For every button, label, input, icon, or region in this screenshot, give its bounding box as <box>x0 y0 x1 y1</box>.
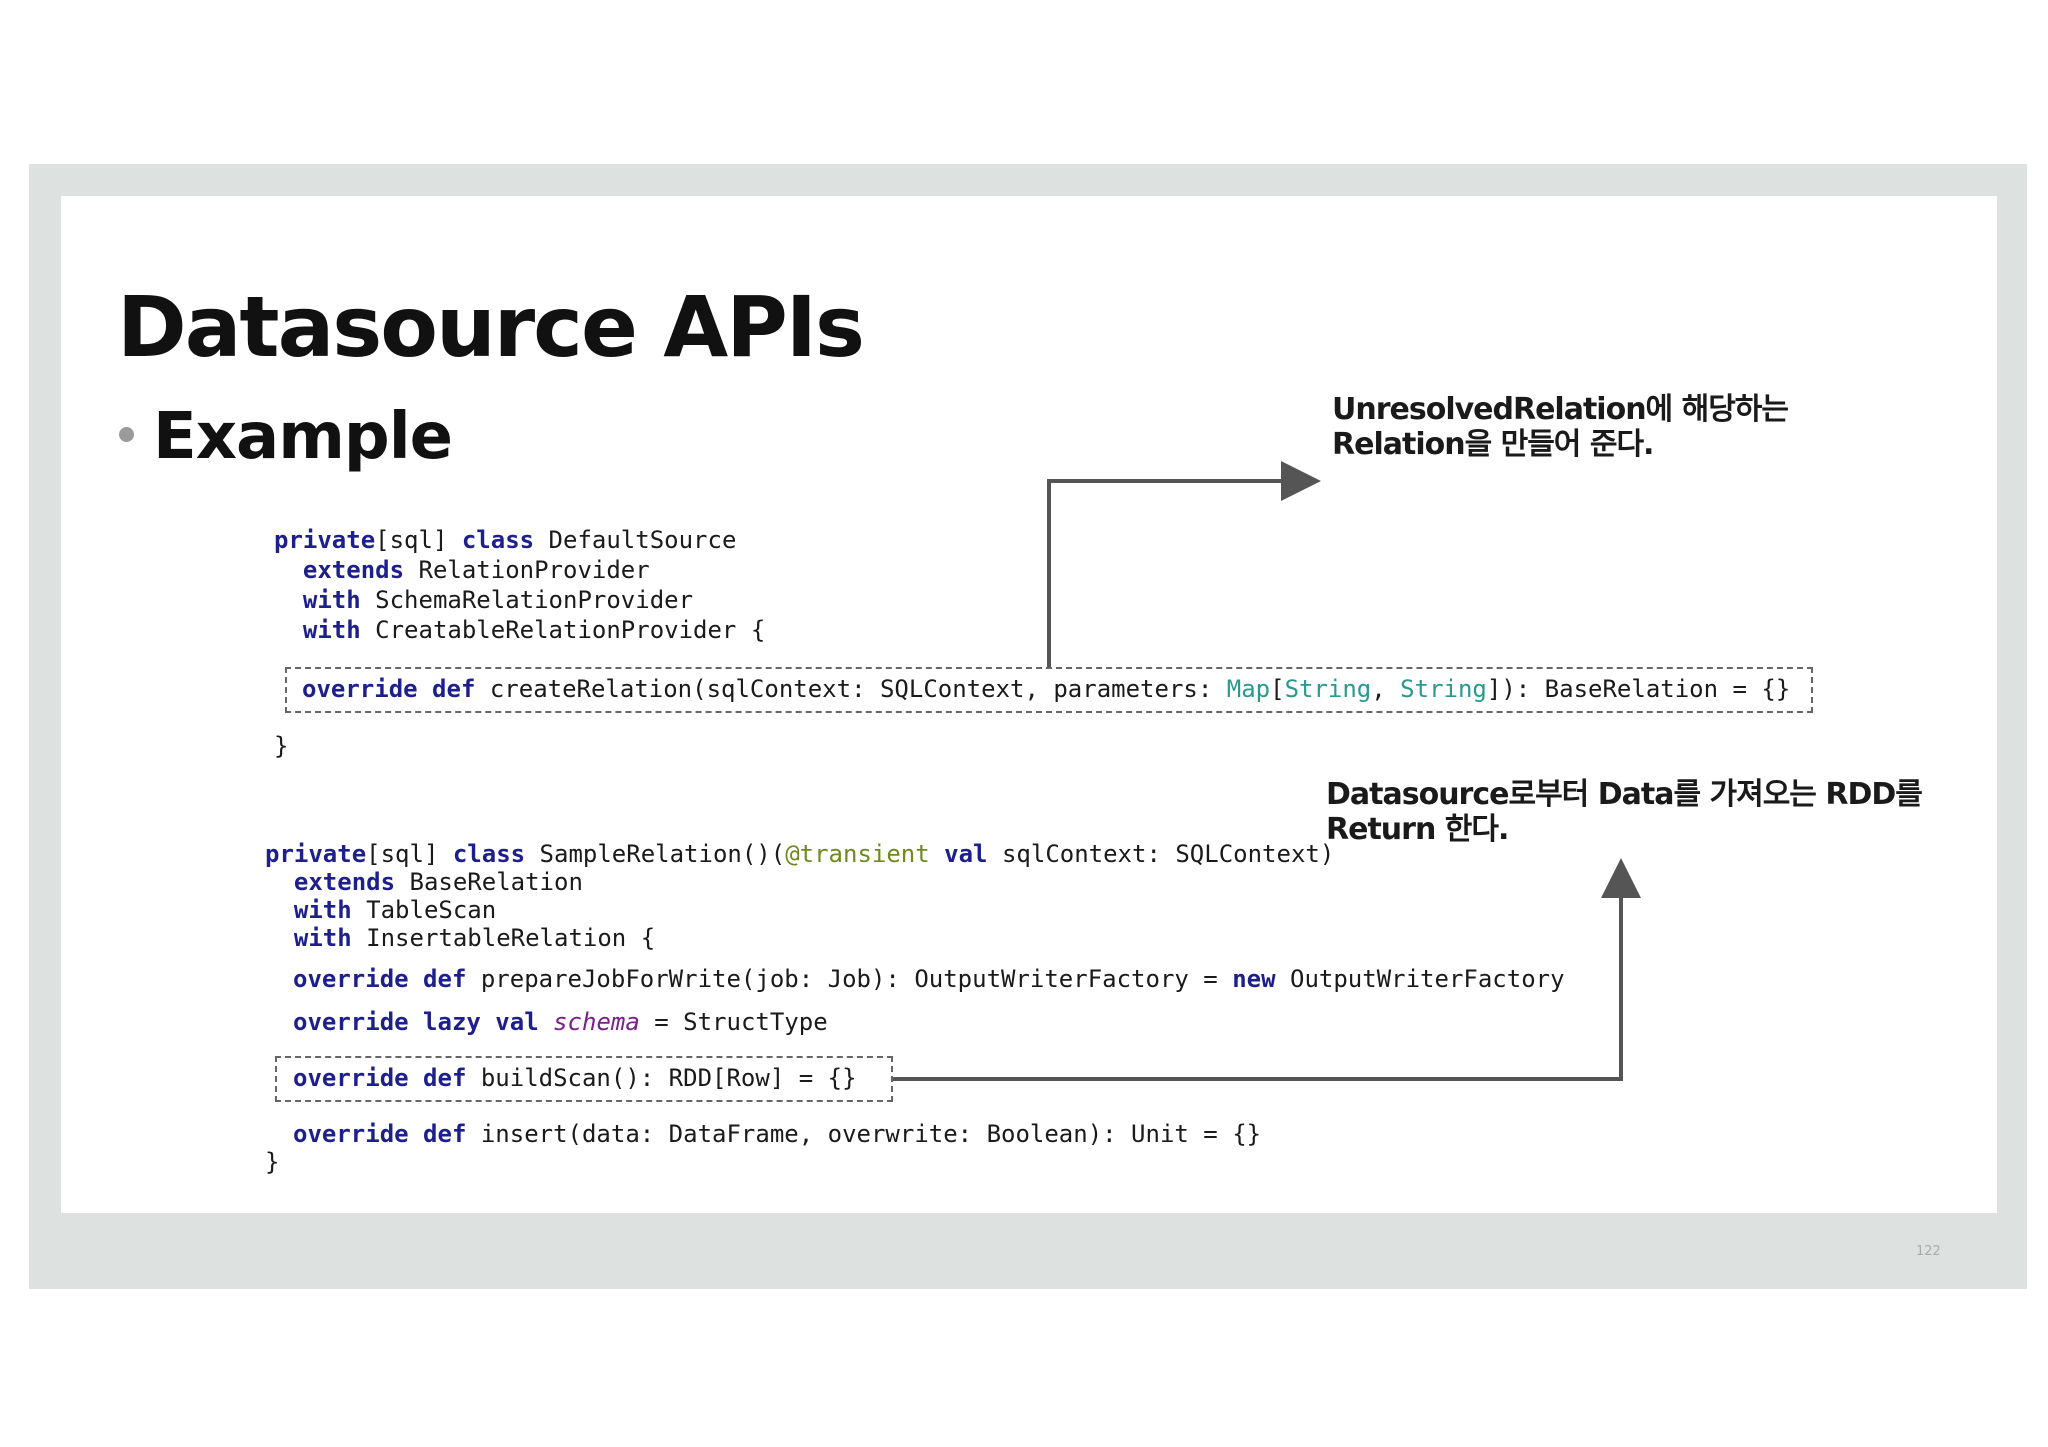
code-token: override lazy val <box>293 1008 539 1036</box>
code-token: val <box>944 840 988 868</box>
code-token: [sql] <box>375 526 462 554</box>
highlight-box-build-scan <box>275 1056 893 1102</box>
code-token: class <box>461 526 535 554</box>
code-token: SchemaRelationProvider <box>360 586 694 614</box>
code-token: @transient <box>785 840 930 868</box>
arrow-to-top-annotation <box>1047 461 1321 667</box>
code-block-default-source: private[sql] class DefaultSource extends… <box>0 0 1790 760</box>
code-block-sample-relation: private[sql] class SampleRelation()(@tra… <box>0 0 1565 1176</box>
code-token: Map <box>1226 675 1271 703</box>
annotation-bottom-line1: Datasource로부터 Data를 가져오는 RDD를 <box>1326 777 1923 812</box>
code-line: extends BaseRelation <box>265 868 583 896</box>
annotation-top: UnresolvedRelation에 해당하는 Relation을 만들어 준… <box>1332 392 1789 462</box>
code-token: new <box>1232 965 1276 993</box>
code-token: private <box>265 840 367 868</box>
code-token: [sql] <box>366 840 453 868</box>
code-token: override def <box>293 965 467 993</box>
code-token: CreatableRelationProvider { <box>360 616 766 644</box>
code-token: override def <box>302 675 476 703</box>
slide-canvas <box>61 196 1997 1213</box>
code-line: private[sql] class SampleRelation()(@tra… <box>265 840 1334 868</box>
code-token: private <box>274 526 376 554</box>
bullet-icon <box>119 427 134 442</box>
code-token: override def <box>293 1120 467 1148</box>
annotation-bottom: Datasource로부터 Data를 가져오는 RDD를 Return 한다. <box>1326 777 1923 847</box>
arrow-to-bottom-annotation <box>893 858 1641 1081</box>
bullet-example: Example <box>153 400 453 474</box>
code-line-schema: override lazy val schema = StructType <box>293 1008 828 1036</box>
code-token: createRelation(sqlContext: SQLContext, p… <box>475 675 1227 703</box>
code-line: extends RelationProvider <box>274 556 650 584</box>
code-token: String <box>1400 675 1487 703</box>
code-line: with InsertableRelation { <box>265 924 655 952</box>
code-line-build-scan: override def buildScan(): RDD[Row] = {} <box>293 1064 857 1092</box>
highlight-box-create-relation <box>285 667 1813 713</box>
code-token: sqlContext: SQLContext) <box>987 840 1335 868</box>
page-number: 122 <box>1916 1244 1941 1259</box>
code-token: , <box>1371 675 1401 703</box>
code-token: [ <box>1270 675 1285 703</box>
code-token: SampleRelation()( <box>525 840 786 868</box>
code-line: with CreatableRelationProvider { <box>274 616 765 644</box>
code-token: with <box>302 616 361 644</box>
code-token: InsertableRelation { <box>351 924 656 952</box>
code-line: with TableScan <box>265 896 496 924</box>
code-line-close: } <box>274 732 289 760</box>
code-token: ]): BaseRelation = {} <box>1486 675 1791 703</box>
code-token: RelationProvider <box>404 556 650 584</box>
code-line: with SchemaRelationProvider <box>274 586 693 614</box>
slide-title: Datasource APIs <box>117 278 865 376</box>
code-token: with <box>293 924 352 952</box>
code-token: with <box>302 586 361 614</box>
code-token: prepareJobForWrite(job: Job): OutputWrit… <box>466 965 1233 993</box>
code-token: override def <box>293 1064 467 1092</box>
code-token: BaseRelation <box>395 868 583 896</box>
code-token: OutputWriterFactory <box>1275 965 1565 993</box>
code-token: with <box>293 896 352 924</box>
code-line-create-relation: override def createRelation(sqlContext: … <box>302 675 1790 703</box>
code-token: extends <box>293 868 396 896</box>
code-token: buildScan(): RDD[Row] = {} <box>466 1064 857 1092</box>
code-token: TableScan <box>351 896 497 924</box>
annotation-top-line2: Relation을 만들어 준다. <box>1332 427 1654 462</box>
code-token: insert(data: DataFrame, overwrite: Boole… <box>466 1120 1262 1148</box>
code-token: DefaultSource <box>534 526 737 554</box>
annotation-bottom-line2: Return 한다. <box>1326 812 1509 847</box>
code-token: = StructType <box>639 1008 828 1036</box>
code-line-prepare-job: override def prepareJobForWrite(job: Job… <box>293 965 1565 993</box>
code-line-close: } <box>265 1148 280 1176</box>
code-token: extends <box>302 556 405 584</box>
code-token: schema <box>553 1008 640 1036</box>
code-line: private[sql] class DefaultSource <box>274 526 736 554</box>
annotation-top-line1: UnresolvedRelation에 해당하는 <box>1332 392 1789 427</box>
code-token: String <box>1284 675 1372 703</box>
code-line-insert: override def insert(data: DataFrame, ove… <box>293 1120 1261 1148</box>
code-token: class <box>452 840 526 868</box>
